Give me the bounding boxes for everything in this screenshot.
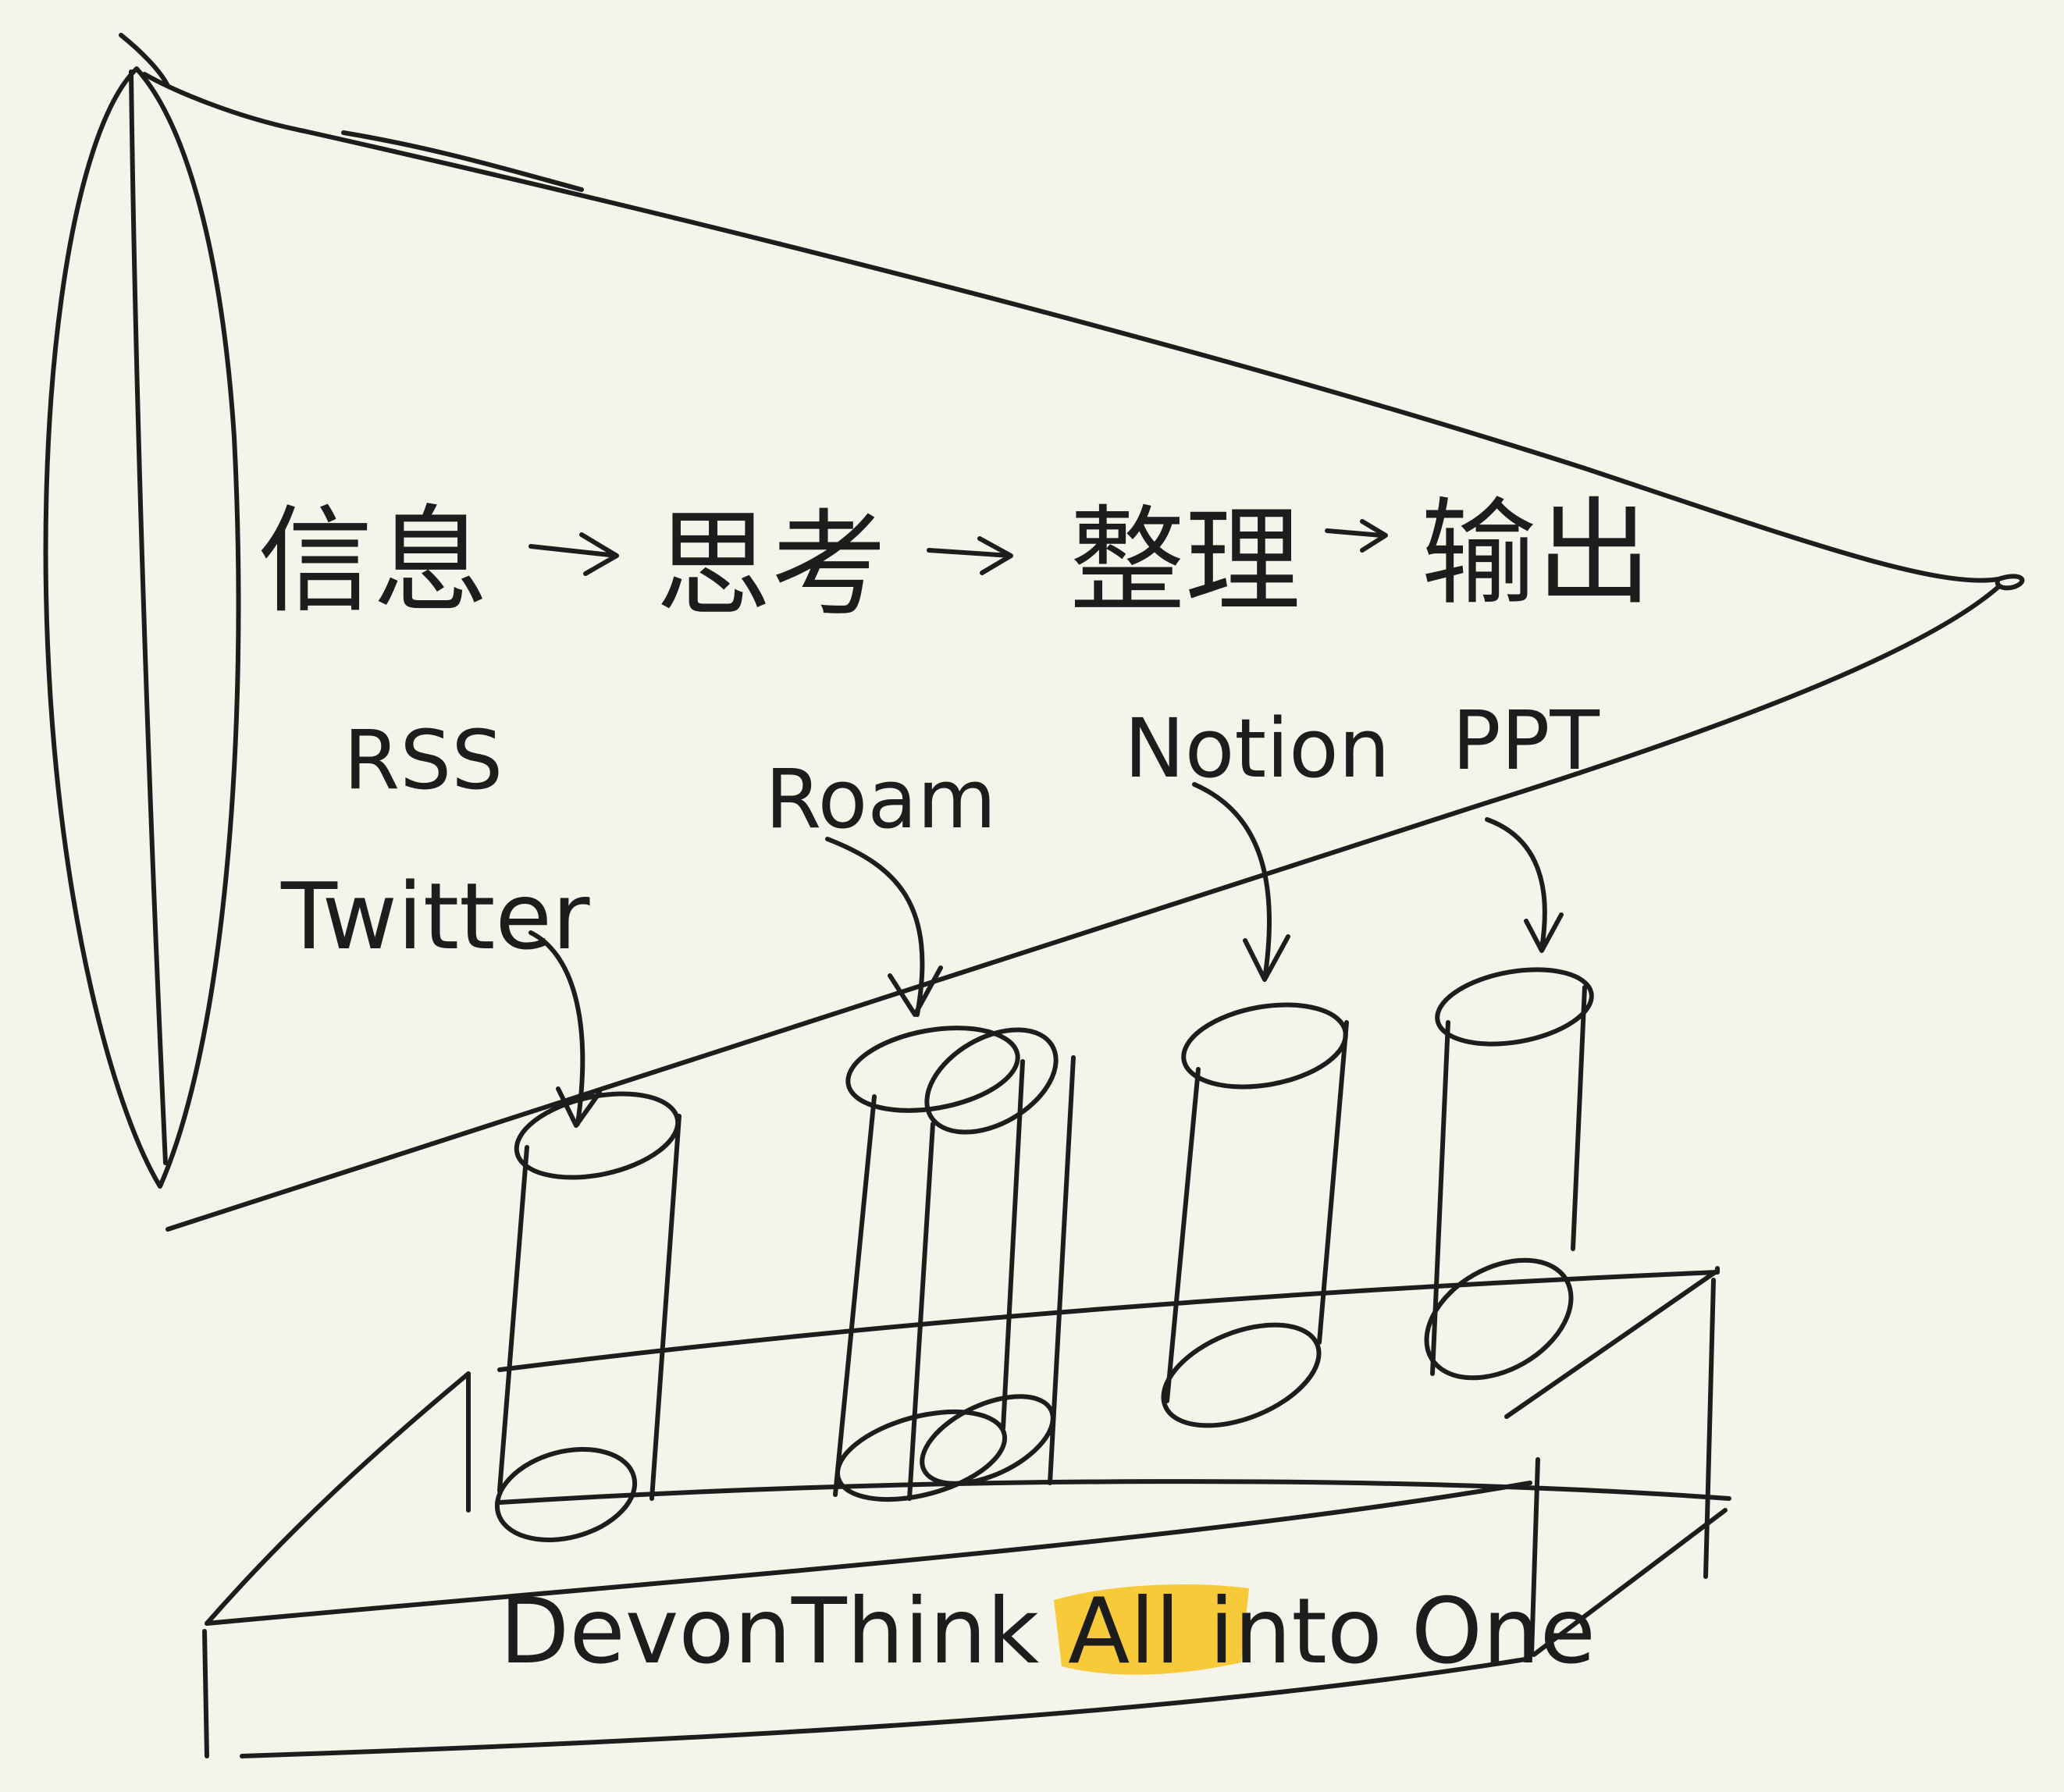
- box-right-vertical: [1703, 1278, 1716, 1579]
- funnel-mouth-ellipse: [43, 66, 241, 1189]
- tube-top-opening: [1435, 967, 1594, 1047]
- base-label-end: One: [1383, 1579, 1596, 1684]
- tube-bottom-opening: [1161, 1322, 1322, 1428]
- funnel-tip-curl: [1995, 574, 2025, 591]
- tube-bottom-opening: [920, 1394, 1055, 1486]
- tool-label-roam: Roam: [765, 752, 996, 847]
- tube-right-wall: [1317, 1020, 1349, 1345]
- base-box: DevonThink All into One: [202, 1266, 1731, 1758]
- tube-roam: [833, 1026, 1076, 1502]
- arrow-icon: [1485, 817, 1564, 953]
- tube-inner-wall: [1001, 1059, 1025, 1431]
- tube-right-wall: [649, 1114, 681, 1501]
- tube-right-wall: [1571, 985, 1587, 1251]
- box-top-right-edge: [1504, 1268, 1720, 1419]
- tool-labels: RSS Twitter Roam Notion PPT: [280, 693, 1600, 970]
- tube-ppt: [1424, 967, 1594, 1381]
- flow-step-3: 整理: [1069, 494, 1301, 628]
- tool-label-rss: RSS: [343, 713, 503, 808]
- funnel-upper-stroke: [341, 130, 584, 192]
- arrow-icon: [528, 532, 619, 576]
- tube-rss-twitter: [494, 1091, 681, 1543]
- box-top-left-edge: [205, 1371, 471, 1626]
- arrow-icon: [1192, 782, 1290, 982]
- flow-step-1: 信息: [258, 494, 489, 628]
- highlight-mark: [1054, 1584, 1249, 1675]
- funnel-mouth-axis: [129, 69, 168, 1165]
- tube-left-wall: [833, 1094, 877, 1497]
- tube-left-wall: [1165, 1067, 1201, 1403]
- funnel-upper-edge: [142, 72, 2001, 583]
- tool-label-twitter: Twitter: [280, 862, 590, 970]
- box-front-right-vertical: [1529, 1457, 1540, 1657]
- arrow-icon: [528, 930, 602, 1128]
- base-label: DevonThink All into One: [500, 1579, 1596, 1684]
- tube-top-opening: [924, 1027, 1059, 1135]
- tool-label-notion: Notion: [1124, 701, 1390, 796]
- flow-chain: 信息 思考 整理 输出: [258, 486, 1652, 632]
- tube-inner-wall: [907, 1122, 935, 1501]
- box-top-back-edge: [497, 1266, 1720, 1372]
- funnel-mouth-tip: [119, 33, 170, 88]
- box-bottom-right-edge: [1532, 1508, 1728, 1657]
- tube-notion: [1161, 1002, 1349, 1428]
- label-arrows: [528, 782, 1564, 1128]
- base-label-start: DevonThink All: [500, 1579, 1209, 1684]
- arrow-icon: [825, 837, 943, 1017]
- funnel-lower-edge: [165, 585, 2001, 1232]
- flow-step-2: 思考: [656, 498, 887, 632]
- base-label-highlight: into: [1209, 1579, 1383, 1684]
- arrow-icon: [1325, 519, 1388, 553]
- arrow-icon: [927, 536, 1013, 575]
- tube-left-wall: [497, 1145, 529, 1493]
- tool-label-ppt: PPT: [1452, 693, 1600, 788]
- box-front-left-vertical: [202, 1629, 209, 1758]
- tube-bottom-opening: [834, 1409, 1008, 1502]
- box-top-front-edge: [205, 1481, 1532, 1626]
- tube-bottom-opening: [494, 1446, 638, 1543]
- tube-top-opening: [845, 1026, 1020, 1113]
- funnel: [43, 33, 2025, 1232]
- box-back-rail: [497, 1479, 1731, 1505]
- box-bottom-front-edge: [240, 1656, 1532, 1758]
- flow-step-4: 输出: [1421, 486, 1652, 620]
